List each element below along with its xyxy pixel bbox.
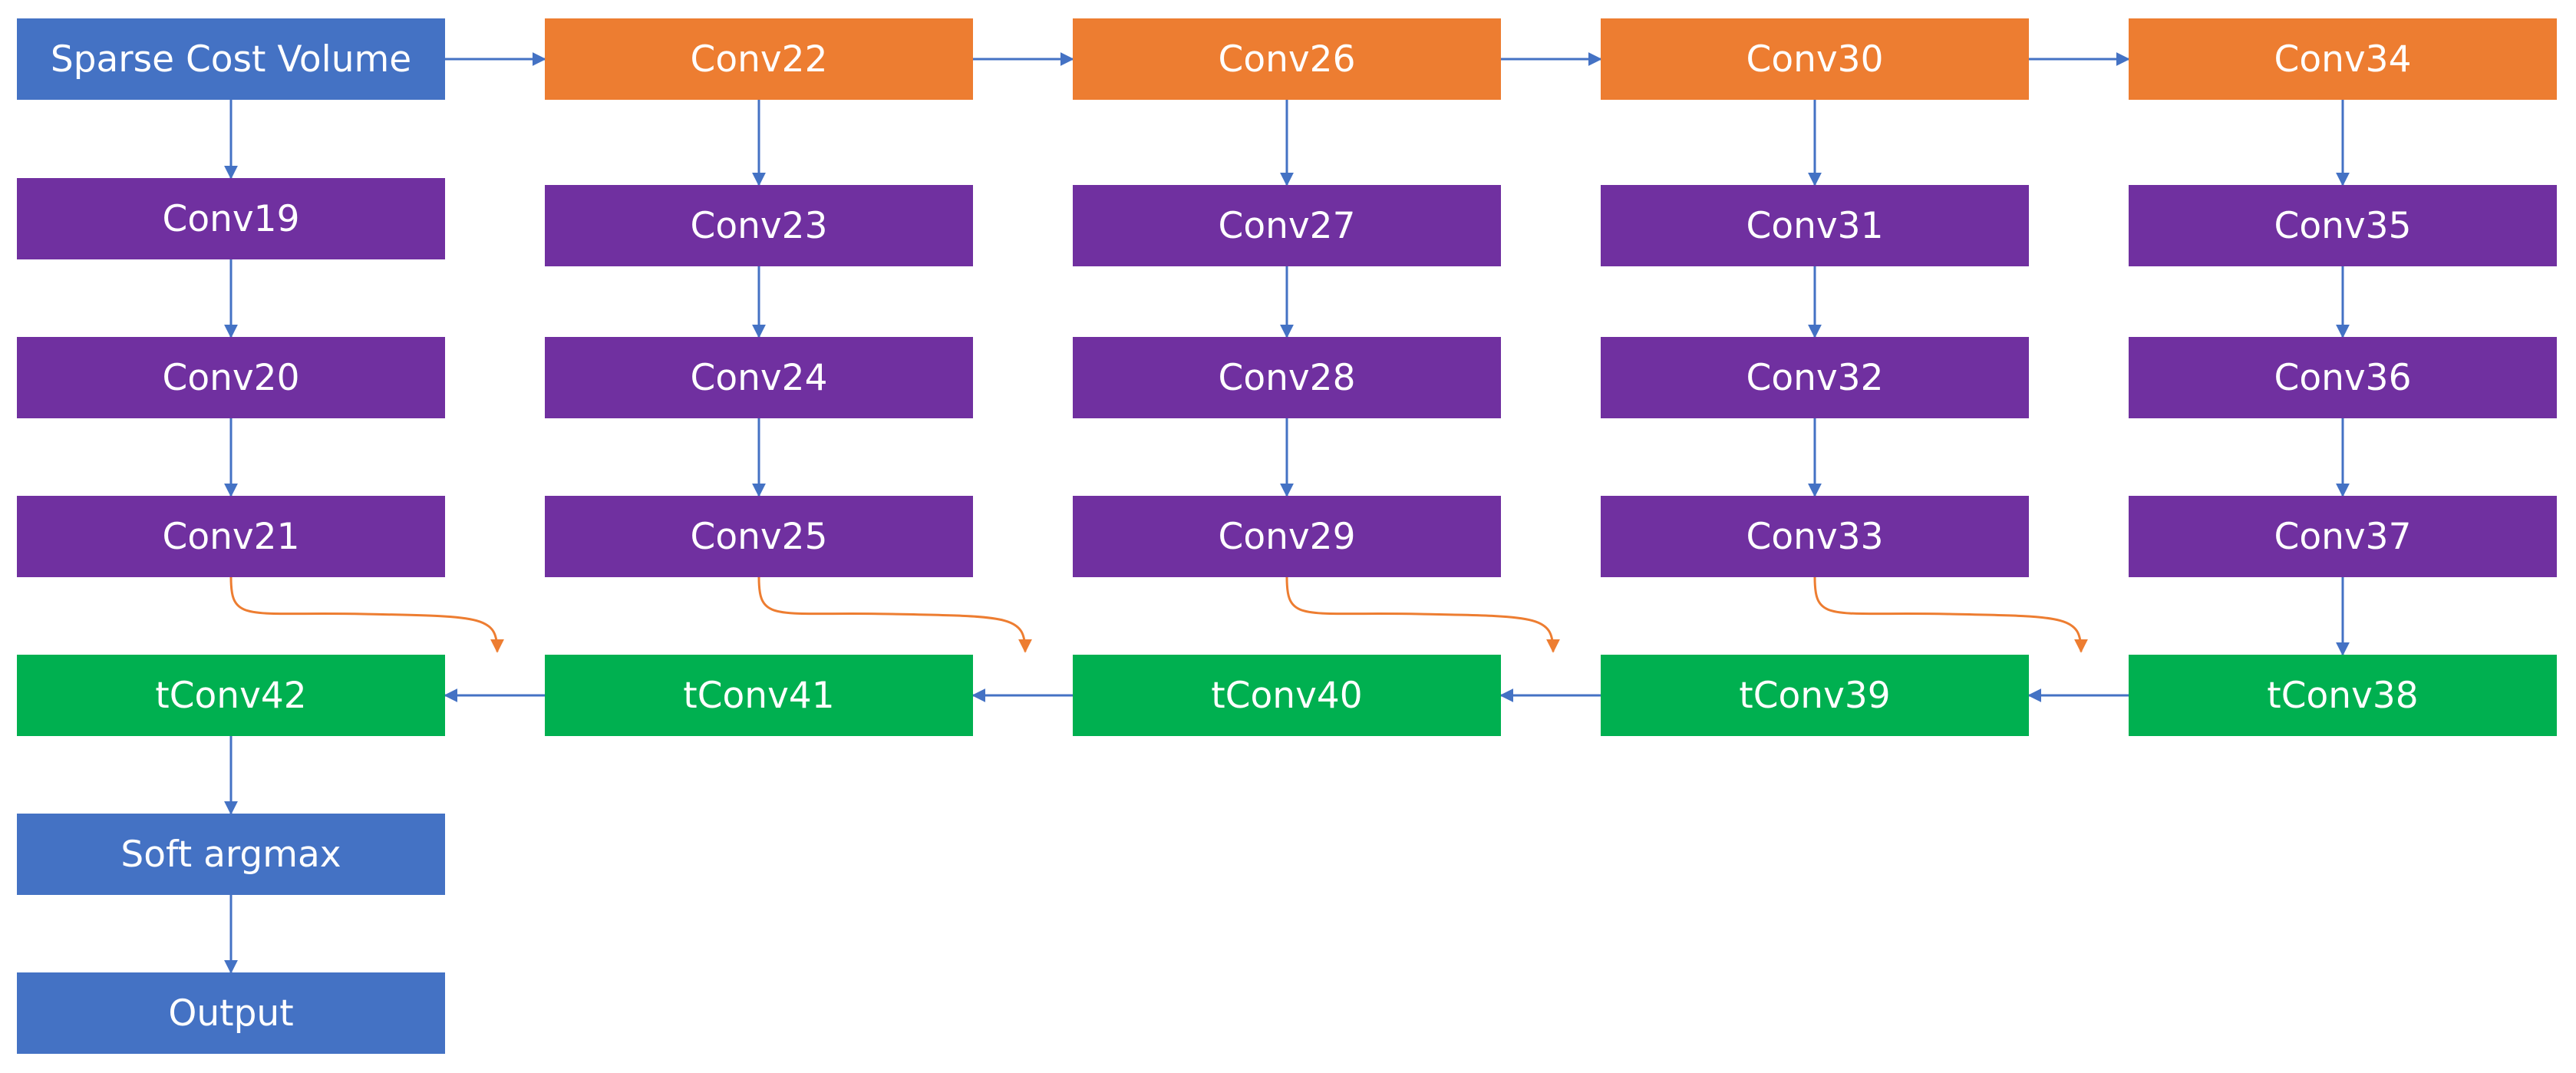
- node-tconv40: tConv40: [1073, 655, 1501, 736]
- node-conv31: Conv31: [1601, 185, 2029, 266]
- node-conv19: Conv19: [17, 178, 445, 259]
- node-conv36: Conv36: [2129, 337, 2557, 418]
- node-tconv39: tConv39: [1601, 655, 2029, 736]
- node-conv27: Conv27: [1073, 185, 1501, 266]
- node-softargmax: Soft argmax: [17, 814, 445, 895]
- node-input: Sparse Cost Volume: [17, 18, 445, 100]
- node-conv30: Conv30: [1601, 18, 2029, 100]
- edge-conv21-to-tconv42: [229, 576, 504, 653]
- node-conv32: Conv32: [1601, 337, 2029, 418]
- node-conv20: Conv20: [17, 337, 445, 418]
- node-tconv41: tConv41: [545, 655, 973, 736]
- node-conv37: Conv37: [2129, 496, 2557, 577]
- node-tconv42: tConv42: [17, 655, 445, 736]
- node-tconv38: tConv38: [2129, 655, 2557, 736]
- edge-conv33-to-tconv39: [1813, 576, 2088, 653]
- edge-conv25-to-tconv41: [757, 576, 1032, 653]
- node-conv25: Conv25: [545, 496, 973, 577]
- edge-conv29-to-tconv40: [1285, 576, 1560, 653]
- node-conv23: Conv23: [545, 185, 973, 266]
- node-conv28: Conv28: [1073, 337, 1501, 418]
- node-conv26: Conv26: [1073, 18, 1501, 100]
- node-conv22: Conv22: [545, 18, 973, 100]
- node-conv21: Conv21: [17, 496, 445, 577]
- node-conv29: Conv29: [1073, 496, 1501, 577]
- node-conv34: Conv34: [2129, 18, 2557, 100]
- node-output: Output: [17, 972, 445, 1054]
- node-conv35: Conv35: [2129, 185, 2557, 266]
- node-conv24: Conv24: [545, 337, 973, 418]
- node-conv33: Conv33: [1601, 496, 2029, 577]
